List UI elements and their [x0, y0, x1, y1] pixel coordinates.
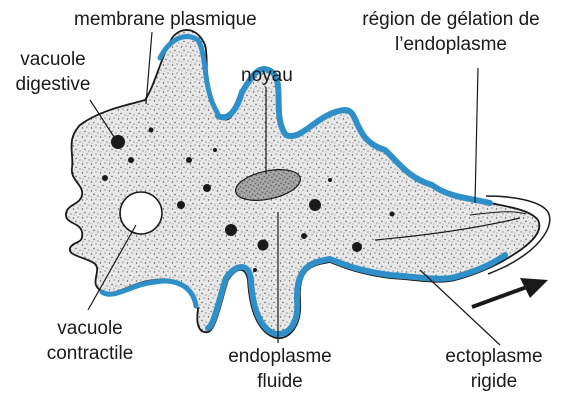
- label-vacuole-digestive: vacuole digestive: [0, 49, 106, 96]
- label-vacuole-contractile: vacuole contractile: [30, 318, 150, 365]
- label-ectoplasme-line2: rigide: [428, 371, 560, 393]
- label-region-gelation-line2: l’endoplasme: [338, 34, 564, 56]
- label-vacuole-contractile-line1: vacuole: [30, 318, 150, 340]
- label-endoplasme-line2: fluide: [222, 371, 338, 393]
- label-endoplasme-fluide: endoplasme fluide: [222, 346, 338, 393]
- label-ectoplasme-line1: ectoplasme: [428, 346, 560, 368]
- arrow-right-icon: [472, 278, 548, 307]
- label-noyau: noyau: [241, 65, 293, 87]
- pointer-ectoplasme: [420, 270, 500, 345]
- label-region-gelation-line1: région de gélation de: [338, 9, 564, 31]
- pointer-gelation: [475, 68, 478, 203]
- label-ectoplasme-rigide: ectoplasme rigide: [428, 346, 560, 393]
- label-region-gelation: région de gélation de l’endoplasme: [338, 9, 564, 56]
- label-endoplasme-line1: endoplasme: [222, 346, 338, 368]
- label-vacuole-contractile-line2: contractile: [30, 343, 150, 365]
- amoeba-body: [66, 30, 539, 338]
- label-vacuole-digestive-line1: vacuole: [0, 49, 106, 71]
- contractile-vacuole: [120, 192, 162, 234]
- label-vacuole-digestive-line2: digestive: [0, 74, 106, 96]
- label-membrane-plasmique: membrane plasmique: [74, 9, 257, 31]
